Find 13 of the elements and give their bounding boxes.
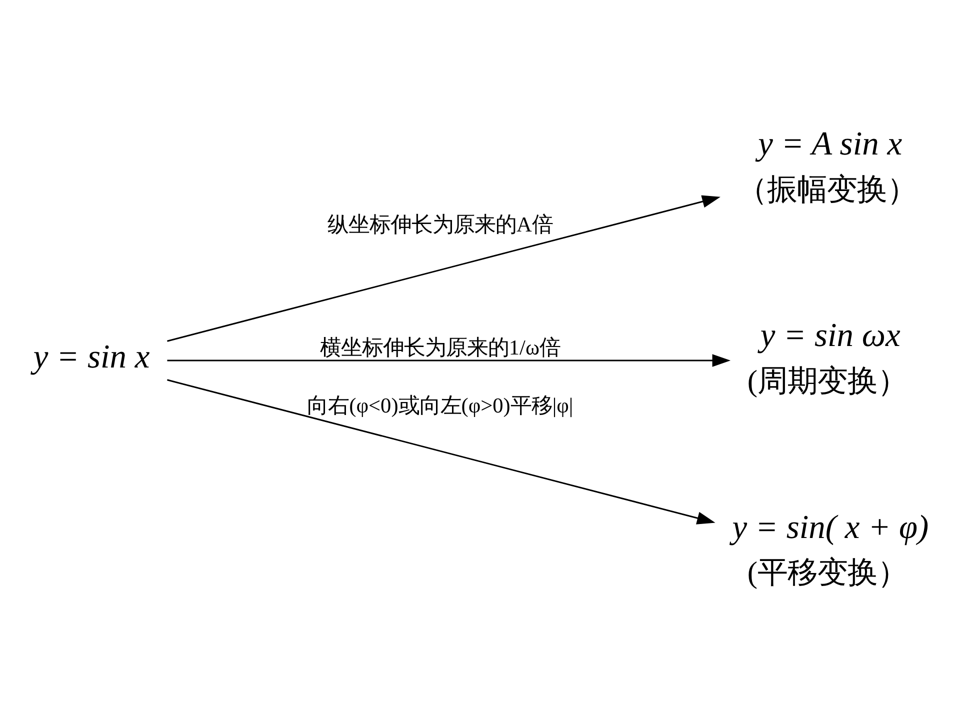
edge-label: 向右(φ<0)或向左(φ>0)平移|φ| — [306, 393, 573, 418]
node-text: y = sin x — [32, 338, 150, 375]
edge-label: 横坐标伸长为原来的1/ω倍 — [319, 335, 560, 360]
arrow — [166, 354, 730, 366]
node-label: （振幅变换） — [736, 172, 916, 206]
arrow — [166, 378, 715, 524]
edge-label: 纵坐标伸长为原来的A倍 — [327, 212, 552, 236]
node-label: (平移变换） — [746, 555, 908, 590]
node-text: y = sin ωx — [760, 316, 900, 354]
arrow — [166, 194, 720, 342]
node-text: y = sin( x + φ) — [732, 508, 928, 546]
node-text: y = A sin x — [758, 125, 902, 162]
node-label: (周期变换） — [746, 363, 908, 398]
